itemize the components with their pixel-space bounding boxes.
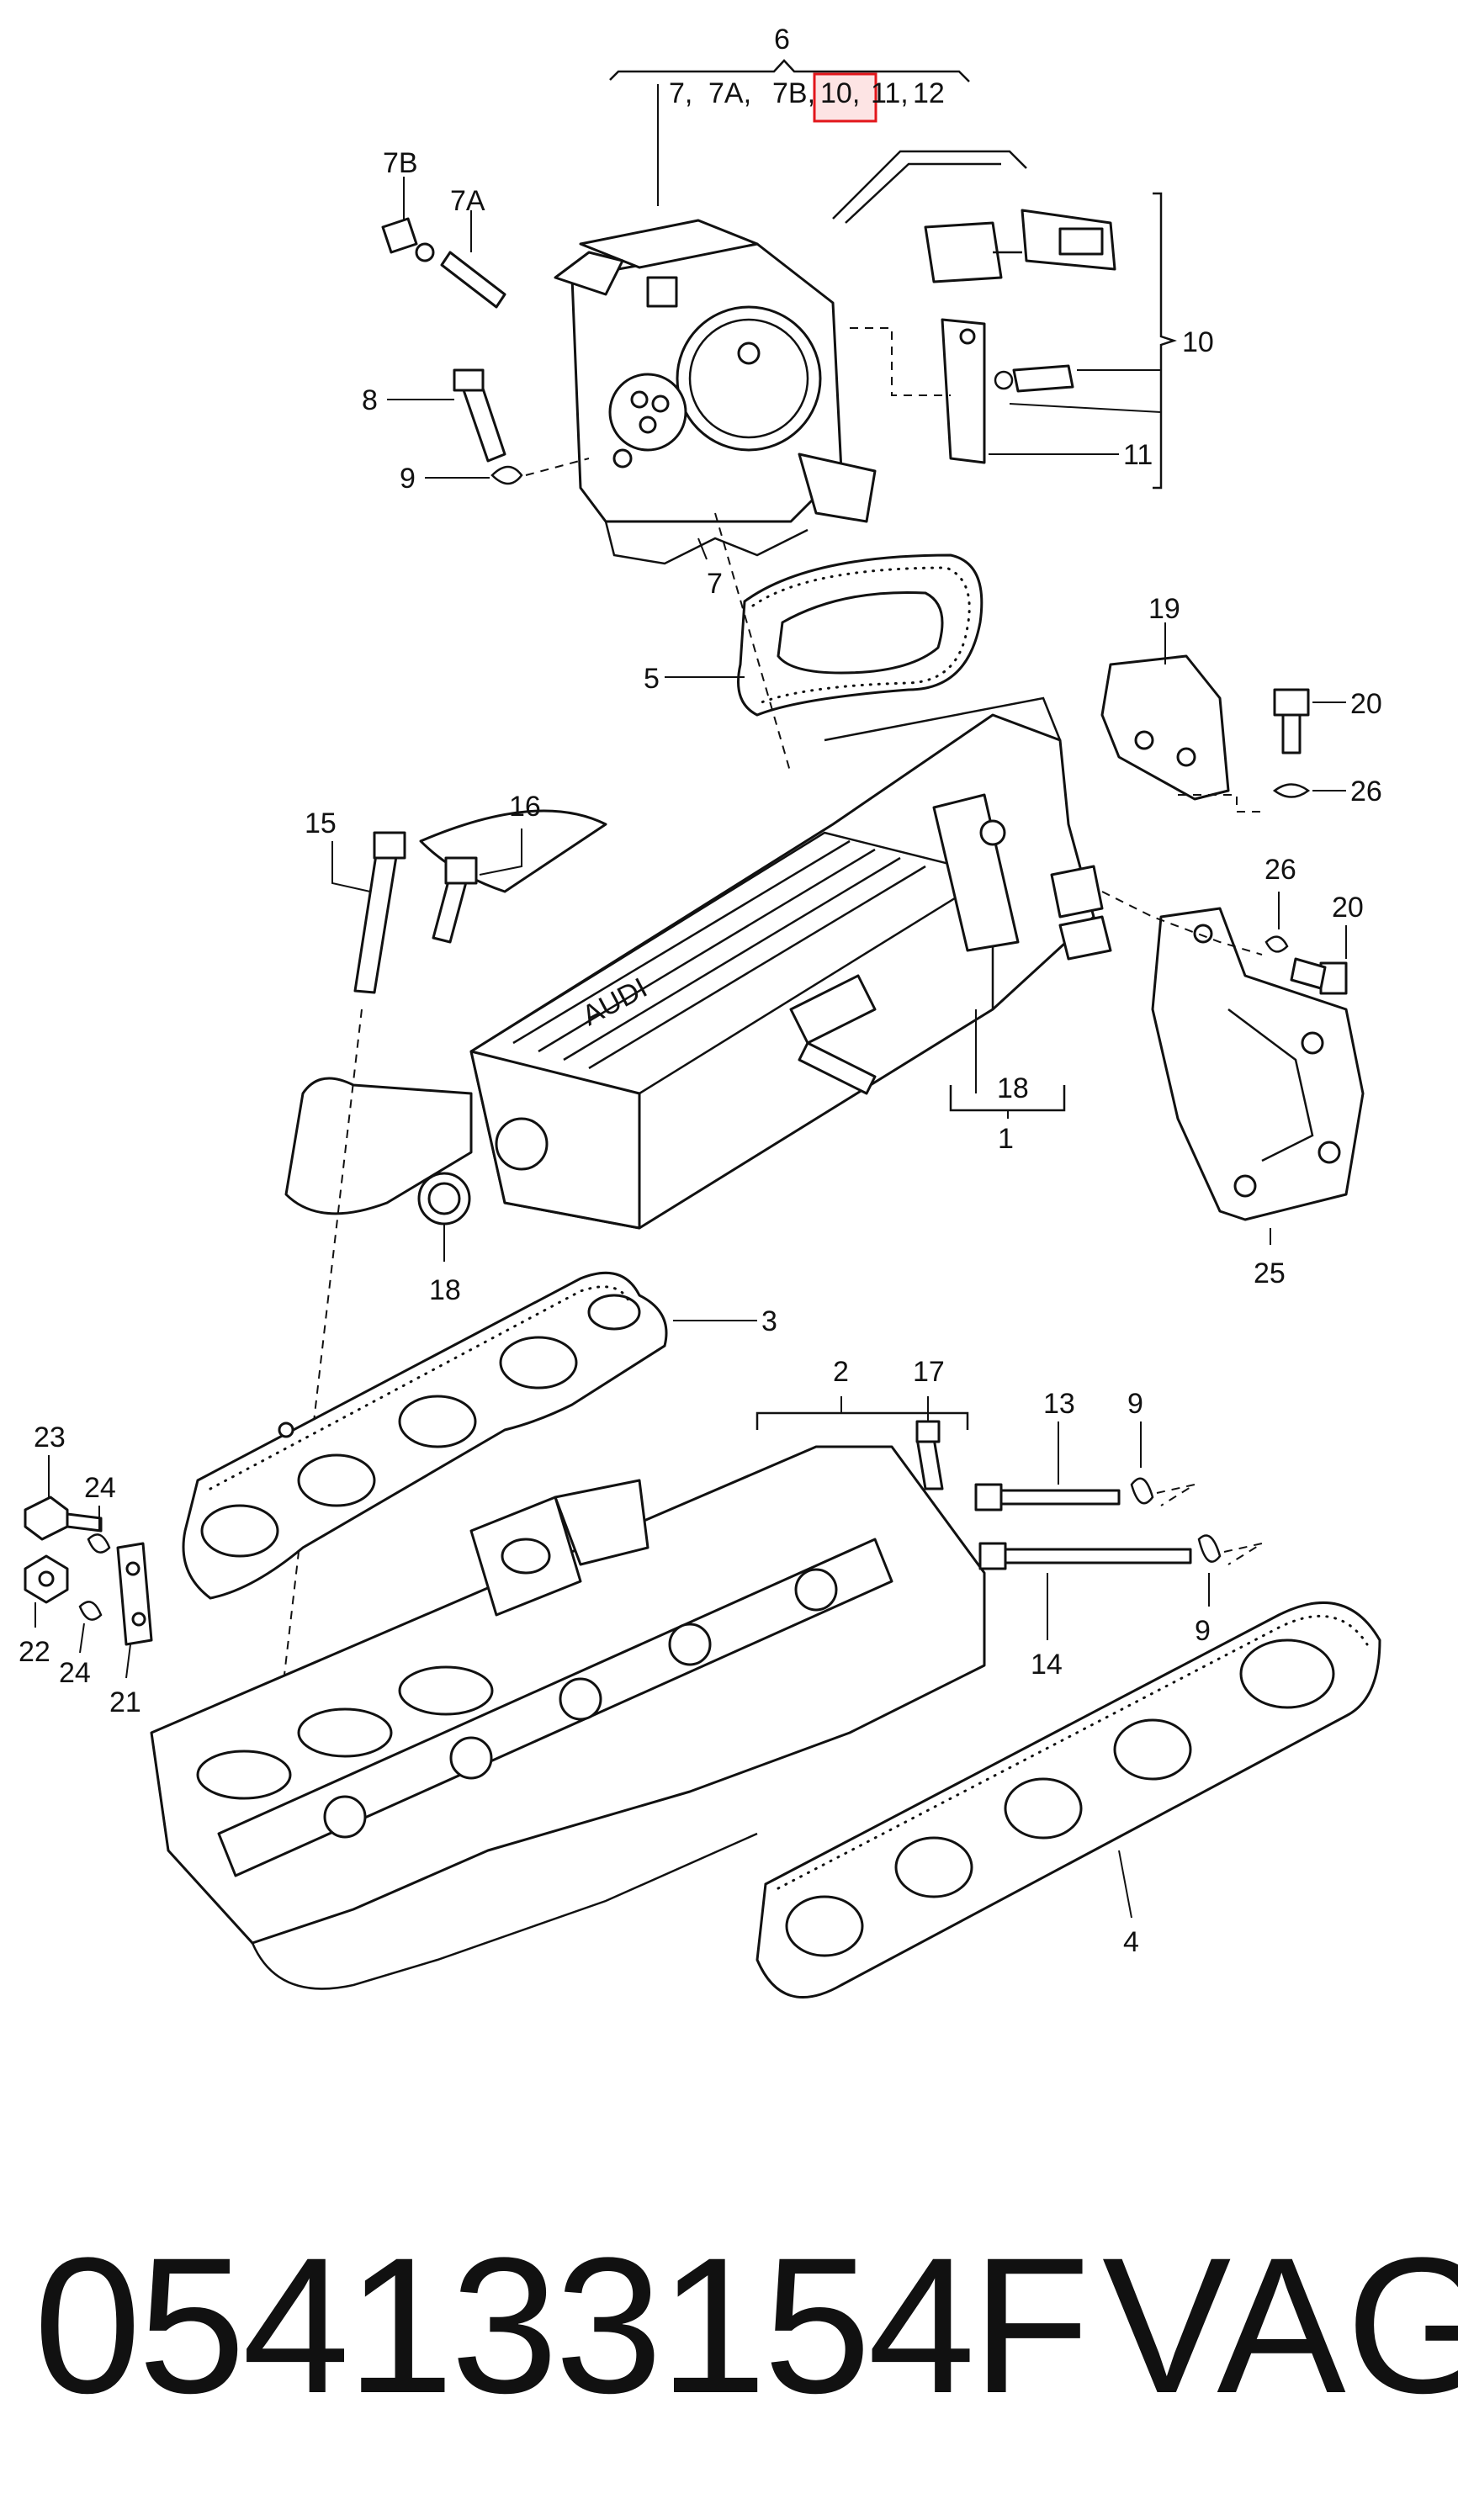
callout-18-lower: 18 bbox=[429, 1274, 461, 1306]
callout-1: 1 bbox=[998, 1123, 1014, 1155]
group-item-11: 11, bbox=[871, 77, 909, 109]
group-bracket-6: 6 7, 7A, 7B, 10, 11, 12 bbox=[609, 24, 970, 206]
callout-5: 5 bbox=[644, 663, 660, 695]
leader-7 bbox=[697, 537, 708, 560]
exploded-parts-diagram: 6 7, 7A, 7B, 10, 11, 12 7A 7B bbox=[19, 24, 1382, 1999]
bolt-8: 8 bbox=[362, 368, 506, 463]
callout-18-upper: 18 bbox=[997, 1072, 1029, 1104]
nut-22: 22 bbox=[19, 1554, 69, 1668]
callout-9-top: 9 bbox=[400, 463, 416, 495]
group-item-12: 12 bbox=[913, 77, 945, 109]
callout-7: 7 bbox=[707, 568, 723, 600]
callout-3: 3 bbox=[761, 1305, 777, 1337]
gasket-3: 3 bbox=[182, 1271, 777, 1600]
callout-7a: 7A bbox=[450, 185, 485, 217]
callout-4: 4 bbox=[1123, 1926, 1139, 1958]
callout-17: 17 bbox=[913, 1356, 945, 1388]
washer-9-mid: 9 bbox=[1127, 1388, 1196, 1506]
bolt-15: 15 bbox=[277, 807, 406, 1734]
callout-26-top: 26 bbox=[1350, 776, 1382, 807]
gasket-5: 5 bbox=[644, 512, 983, 775]
callout-26-lower: 26 bbox=[1264, 854, 1296, 886]
callout-9-lower: 9 bbox=[1195, 1615, 1211, 1647]
callout-9-mid: 9 bbox=[1127, 1388, 1143, 1420]
bracket-25: 25 bbox=[1101, 891, 1365, 1289]
bolt-13: 13 bbox=[974, 1388, 1121, 1511]
callout-6: 6 bbox=[774, 24, 790, 56]
part-number: 054133154F bbox=[34, 2217, 1090, 2433]
washer-9-lower: 9 bbox=[1195, 1534, 1263, 1647]
brand-name: VAG bbox=[1102, 2217, 1458, 2433]
bracket-19: 19 bbox=[1100, 593, 1262, 813]
plate-21: 21 bbox=[109, 1542, 153, 1718]
callout-16: 16 bbox=[509, 791, 541, 823]
fastener-7b: 7B bbox=[381, 147, 418, 254]
callout-24-lower: 24 bbox=[59, 1657, 91, 1689]
highlight-box bbox=[813, 72, 877, 123]
washer-26-lower: 26 bbox=[1264, 854, 1296, 953]
washer-24-top: 24 bbox=[84, 1472, 116, 1554]
callout-15: 15 bbox=[305, 807, 337, 839]
group-item-7a: 7A, bbox=[708, 77, 751, 109]
bolt-23: 23 bbox=[24, 1421, 103, 1541]
callout-8: 8 bbox=[362, 384, 378, 416]
washer-24-lower: 24 bbox=[59, 1601, 103, 1689]
callout-10: 10 bbox=[1182, 326, 1214, 358]
gasket-4: 4 bbox=[756, 1601, 1381, 1999]
callout-22: 22 bbox=[19, 1636, 50, 1668]
callout-13: 13 bbox=[1043, 1388, 1075, 1420]
throttle-body bbox=[554, 219, 877, 565]
bolt-16: 16 bbox=[432, 791, 541, 944]
seal-18: 18 bbox=[417, 1172, 471, 1306]
intake-plenum-upper: AUDI bbox=[284, 696, 1112, 1230]
callout-2: 2 bbox=[833, 1356, 849, 1388]
callout-14: 14 bbox=[1031, 1649, 1063, 1681]
callout-24-top: 24 bbox=[84, 1472, 116, 1504]
callout-7b: 7B bbox=[383, 147, 418, 179]
washer-26-top: 26 bbox=[1272, 776, 1382, 807]
bolt-14: 14 bbox=[978, 1542, 1192, 1681]
group-item-10: 10, bbox=[820, 77, 860, 109]
intake-manifold-lower: 2 17 bbox=[150, 1356, 986, 1990]
throttle-sensor-10: 10 11 bbox=[832, 150, 1214, 490]
group-item-7b: 7B, bbox=[772, 77, 815, 109]
bolt-20-lower: 20 bbox=[1290, 892, 1364, 995]
callout-21: 21 bbox=[109, 1686, 141, 1718]
callout-20-lower: 20 bbox=[1332, 892, 1364, 924]
group-item-7: 7, bbox=[669, 77, 692, 109]
callout-11: 11 bbox=[1123, 439, 1153, 471]
callout-23: 23 bbox=[34, 1421, 66, 1453]
fastener-7a: 7A bbox=[415, 185, 506, 309]
callout-25: 25 bbox=[1254, 1257, 1286, 1289]
callout-19: 19 bbox=[1148, 593, 1180, 625]
washer-9-top: 9 bbox=[400, 458, 590, 495]
bolt-20-top: 20 bbox=[1273, 688, 1382, 754]
callout-20-top: 20 bbox=[1350, 688, 1382, 720]
